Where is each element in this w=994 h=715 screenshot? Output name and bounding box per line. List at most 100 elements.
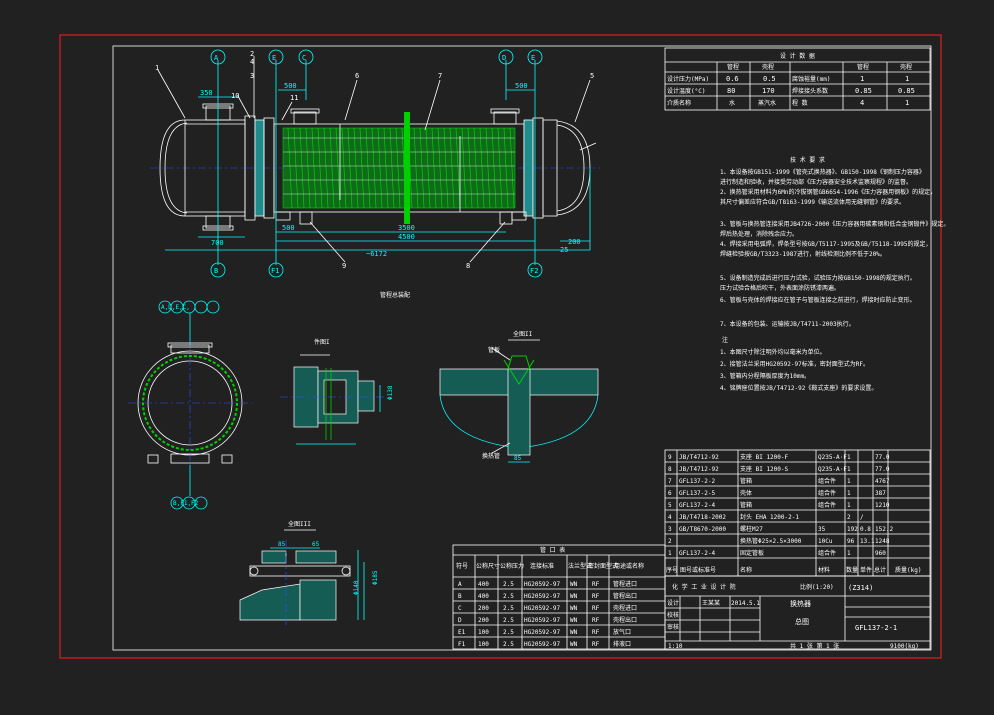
tube-line [377,127,383,209]
tube-line [329,127,335,209]
detail-2-label-a: 管板 [488,346,500,354]
tech-item-7: 4、焊接采用电弧焊，焊条型号按GB/T5117-1995及GB/T5118-19… [720,240,932,248]
nozzle-cell: HG20592-97 [524,629,561,636]
tube-line [383,127,389,209]
section-tags-top: A,D,E,C, [161,304,190,311]
tube-line [359,127,365,209]
detail-2: 全图II 管板 换热管 85 [439,330,599,463]
bom-cell: Q235-A·F [818,466,847,473]
tube-line [353,127,359,209]
inner-frame [112,45,932,651]
tb-scale-note: 比例(1:20) [800,583,834,591]
bom-cell: 1 [668,550,672,557]
nt-head-3: 连接标准 [530,562,554,570]
nozzle-table: 管 口 表 符号 公称尺寸 公称压力 连接标准 法兰型式 密封面型式 用途或名称… [452,544,666,650]
nozzle-cell: WN [570,629,578,636]
tube-line [443,127,449,209]
tb-project: (Z314) [848,584,873,592]
nozzle-cell: 100 [478,629,489,636]
bom-cell: GFL137-2-2 [679,478,716,485]
dd-row3-name: 介质名称 [667,99,691,107]
nt-head-6: 用途或名称 [614,562,644,570]
tube-line [473,127,479,209]
tube-line [317,127,323,209]
tech-item-6: 焊后热处理，消除残余应力。 [720,230,798,238]
outer-frame [59,34,942,659]
note-3: 3、管箱内分程隔板厚度为10mm。 [720,372,810,380]
tag-c: C [302,54,306,62]
dim-25: 25 [560,246,568,254]
bom-head-6: 总计 [874,566,886,574]
tube-line [479,127,485,209]
bom-cell: 96 [847,538,855,545]
bom-cell: 1248 [875,538,890,545]
note-4: 4、铭牌座位置按JB/T4712-92《鞍式支座》的要求设置。 [720,384,877,392]
bom-cell: GFL137-2-4 [679,550,716,557]
tech-item-9: 5、设备制造完成后进行压力试验，试验压力按GB150-1998的规定执行。 [720,274,916,282]
bom-cell: 13.1 [860,538,875,545]
bom-cell: / [860,514,864,521]
tb-date-1: 2014.5.1 [731,600,760,607]
dim-6172: ~6172 [366,250,387,258]
nozzle-cell: 200 [478,617,489,624]
part-10: 10 [231,92,239,100]
bom-cell: 封头 EHA 1200-2-1 [740,513,799,521]
bom-cell: 1 [847,490,851,497]
nozzle-cell: 2.5 [503,629,514,636]
dd-head-5: 壳程 [900,63,912,71]
detail-2-dim: 85 [514,455,522,462]
bom-cell: 组合件 [818,501,836,509]
bom-cell: Q235-A·F [818,454,847,461]
section-tags-bottom: B,F1,F2 [173,500,199,507]
tube-line [413,127,419,209]
bom-cell: 壳体 [740,489,752,497]
tube-line [287,127,293,209]
tb-org: 化 学 工 业 设 计 院 [672,583,736,591]
tb-role-2: 校核 [667,611,679,619]
dd-row1-name2: 腐蚀裕量(mm) [792,75,830,83]
bom-cell: 换热管Φ25×2.5×3000 [740,537,802,545]
nozzle-cell: 400 [478,593,489,600]
part-3: 3 [250,72,254,80]
nozzle-cell: 400 [478,581,489,588]
dim-4500: 4500 [398,233,415,241]
main-view: A E C D E B F1 F2 1 2 3 4 5 6 7 8 9 10 1… [150,49,600,299]
bom-cell: GFL137-2-4 [679,502,716,509]
dd-head-1: 管程 [727,63,739,71]
tb-drawing-no: GFL137-2-1 [855,624,897,632]
bom-cell: 支座 BI 1200-S [740,465,789,473]
bom-head-2: 名称 [740,566,752,574]
tube-line [431,127,437,209]
bom-head-0: 序号 [666,566,678,574]
nozzle-cell: D [458,617,462,624]
nozzle-cell: WN [570,641,578,648]
bom-cell: 螺柱M27 [740,525,763,533]
tech-item-10: 压力试验合格后吹干，外表面涂防锈漆两遍。 [720,284,840,292]
tag-b: B [214,267,218,275]
part-6: 6 [355,72,359,80]
tube-line [503,127,509,209]
bom-cell: 4 [668,514,672,521]
detail-1: 件图I Φ138 [280,338,394,445]
tech-requirements: 技 术 要 求 1、本设备按GB151-1999《管壳式换热器》、GB150-1… [720,156,949,392]
nt-head-5: 密封面型式 [588,562,618,570]
nozzle-cell: RF [592,581,600,588]
tube-line [419,127,425,209]
bom-cell: 1 [847,502,851,509]
nozzle-cell: 2.5 [503,605,514,612]
bom-cell: 管箱 [740,477,752,485]
tube-line [449,127,455,209]
tech-item-12: 7、本设备的包装、运输按JB/T4711-2003执行。 [720,320,855,328]
nozzle-cell: RF [592,641,600,648]
nozzle-cell: 管程进口 [613,580,637,588]
dd-row3-v1: 水 [729,99,735,107]
part-1: 1 [155,64,159,72]
bom-cell: 3 [668,526,672,533]
tag-f2: F2 [530,267,538,275]
tube-line [425,127,431,209]
bom-cell: 管箱 [740,501,752,509]
bom-head-5: 单件 [860,566,872,574]
bom-cell: 77.0 [875,454,890,461]
